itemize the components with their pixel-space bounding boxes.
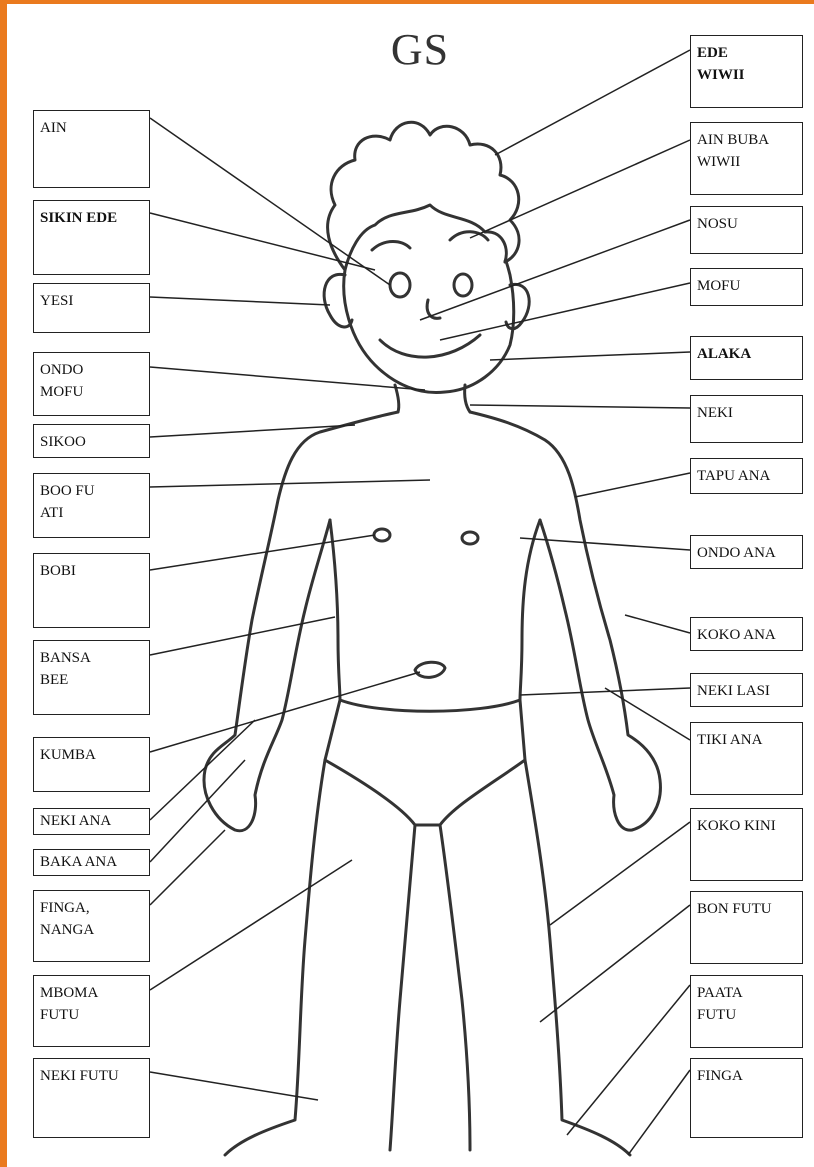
line-paata-futu	[567, 985, 690, 1135]
boy-figure	[204, 122, 660, 1155]
label-ain-buba-wiwii: AIN BUBA WIWII	[690, 122, 803, 195]
label-bansa-bee: BANSA BEE	[33, 640, 150, 715]
page-title: GS	[340, 24, 500, 75]
underpants	[325, 700, 525, 825]
line-neki-futu	[150, 1072, 318, 1100]
label-tapu-ana: TAPU ANA	[690, 458, 803, 494]
label-koko-ana: KOKO ANA	[690, 617, 803, 651]
right-nipple	[462, 532, 478, 544]
mouth	[380, 335, 480, 357]
label-boo-fu-ati: BOO FU ATI	[33, 473, 150, 538]
line-bon-futu	[540, 905, 690, 1022]
line-ondo-ana	[520, 538, 690, 550]
label-yesi: YESI	[33, 283, 150, 333]
left-nipple	[374, 529, 390, 541]
label-ain: AIN	[33, 110, 150, 188]
label-kumba: KUMBA	[33, 737, 150, 792]
line-koko-kini	[550, 822, 690, 925]
face	[344, 261, 514, 393]
line-tapu-ana	[575, 473, 690, 497]
label-koko-kini: KOKO KINI	[690, 808, 803, 881]
line-tiki-ana	[605, 688, 690, 740]
label-neki-lasi: NEKI LASI	[690, 673, 803, 707]
line-yesi	[150, 297, 330, 305]
label-bon-futu: BON FUTU	[690, 891, 803, 964]
belly-button	[415, 662, 445, 677]
line-bansa-bee	[150, 617, 335, 655]
label-mboma-futu: MBOMA FUTU	[33, 975, 150, 1047]
label-ondo-ana: ONDO ANA	[690, 535, 803, 569]
left-eyebrow	[372, 242, 410, 251]
label-finga-nanga: FINGA, NANGA	[33, 890, 150, 962]
label-ondo-mofu: ONDO MOFU	[33, 352, 150, 416]
left-arm	[204, 412, 398, 831]
leader-lines	[150, 50, 690, 1155]
label-bobi: BOBI	[33, 553, 150, 628]
line-neki-lasi	[520, 688, 690, 695]
line-boo-fu-ati	[150, 480, 430, 487]
right-eye	[454, 274, 472, 296]
line-ain	[150, 118, 390, 285]
label-neki-ana: NEKI ANA	[33, 808, 150, 835]
label-mofu: MOFU	[690, 268, 803, 306]
torso	[330, 520, 540, 700]
label-sikin-ede: SIKIN EDE	[33, 200, 150, 275]
line-ain-buba-wiwii	[470, 140, 690, 238]
label-nosu: NOSU	[690, 206, 803, 254]
label-neki-futu: NEKI FUTU	[33, 1058, 150, 1138]
line-sikin-ede	[150, 213, 375, 270]
label-tiki-ana: TIKI ANA	[690, 722, 803, 795]
line-neki	[470, 405, 690, 408]
line-mboma-futu	[150, 860, 352, 990]
line-ede-wiwii	[495, 50, 690, 155]
label-sikoo: SIKOO	[33, 424, 150, 458]
hair	[328, 122, 519, 270]
label-finga: FINGA	[690, 1058, 803, 1138]
label-ede-wiwii: EDE WIWII	[690, 35, 803, 108]
right-arm	[470, 412, 660, 830]
line-alaka	[490, 352, 690, 360]
left-eye	[390, 273, 410, 297]
line-finga-nanga	[150, 830, 225, 905]
line-mofu	[440, 283, 690, 340]
line-kumba	[150, 672, 420, 752]
label-paata-futu: PAATA FUTU	[690, 975, 803, 1048]
label-neki: NEKI	[690, 395, 803, 443]
label-alaka: ALAKA	[690, 336, 803, 380]
line-finga	[628, 1070, 690, 1155]
line-nosu	[420, 220, 690, 320]
line-ondo-mofu	[150, 367, 425, 390]
right-leg	[440, 760, 630, 1155]
label-baka-ana: BAKA ANA	[33, 849, 150, 876]
line-koko-ana	[625, 615, 690, 633]
